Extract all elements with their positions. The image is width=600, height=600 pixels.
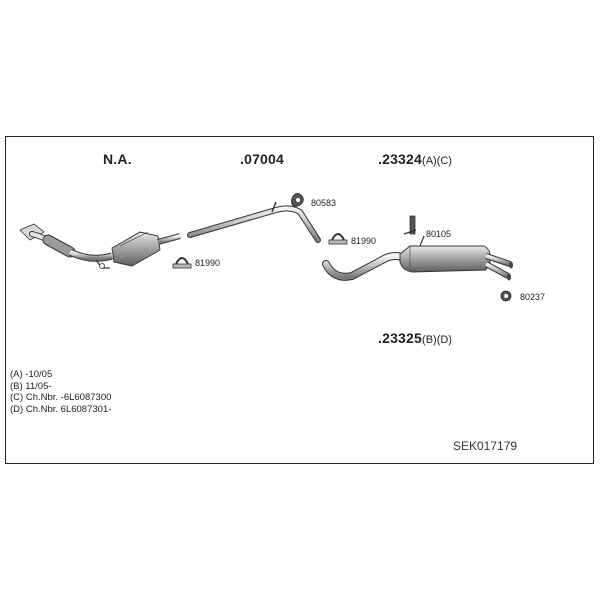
note-b: (B) 11/05-	[10, 380, 52, 392]
part-label-hanger-rear-bottom: 80237	[520, 292, 546, 302]
part-suffix-rear-a: (A)(C)	[422, 155, 452, 167]
part-label-rear-a: .23324(A)(C)	[378, 152, 452, 168]
middle-pipe	[187, 201, 321, 243]
rubber-hanger-icon	[291, 193, 304, 207]
part-label-front-pipe: .07004	[240, 151, 285, 167]
note-c: (C) Ch.Nbr. -6L6087300	[10, 392, 112, 403]
part-suffix-rear-b: (B)(D)	[422, 334, 452, 346]
part-number-rear-b: .23325	[378, 330, 423, 346]
clamp-left-icon	[172, 257, 192, 269]
part-label-hanger-rear-top: 80105	[426, 229, 452, 239]
part-label-rear-b: .23325(B)(D)	[378, 331, 452, 347]
notes-list: (A) -10/05 (B) 11/05- (C) Ch.Nbr. -6L608…	[10, 369, 111, 415]
part-label-na: N.A.	[103, 151, 132, 167]
part-label-hanger-top: 80583	[311, 198, 337, 208]
part-number-rear-a: .23324	[378, 151, 423, 167]
note-d: (D) Ch.Nbr. 6L6087301-	[10, 403, 112, 415]
kit-code: SEK017179	[453, 439, 518, 453]
note-a: (A) -10/05	[10, 369, 53, 380]
rear-silencer-assembly	[322, 235, 513, 281]
hanger-rear-top-icon	[403, 215, 417, 235]
part-label-clamp-mid: 81990	[351, 236, 377, 246]
catalytic-converter-assembly	[19, 223, 181, 269]
clamp-middle-icon	[328, 233, 348, 245]
diagram-frame	[5, 136, 594, 464]
hanger-rear-bottom-icon	[500, 290, 512, 302]
part-label-clamp-left: 81990	[195, 258, 221, 268]
